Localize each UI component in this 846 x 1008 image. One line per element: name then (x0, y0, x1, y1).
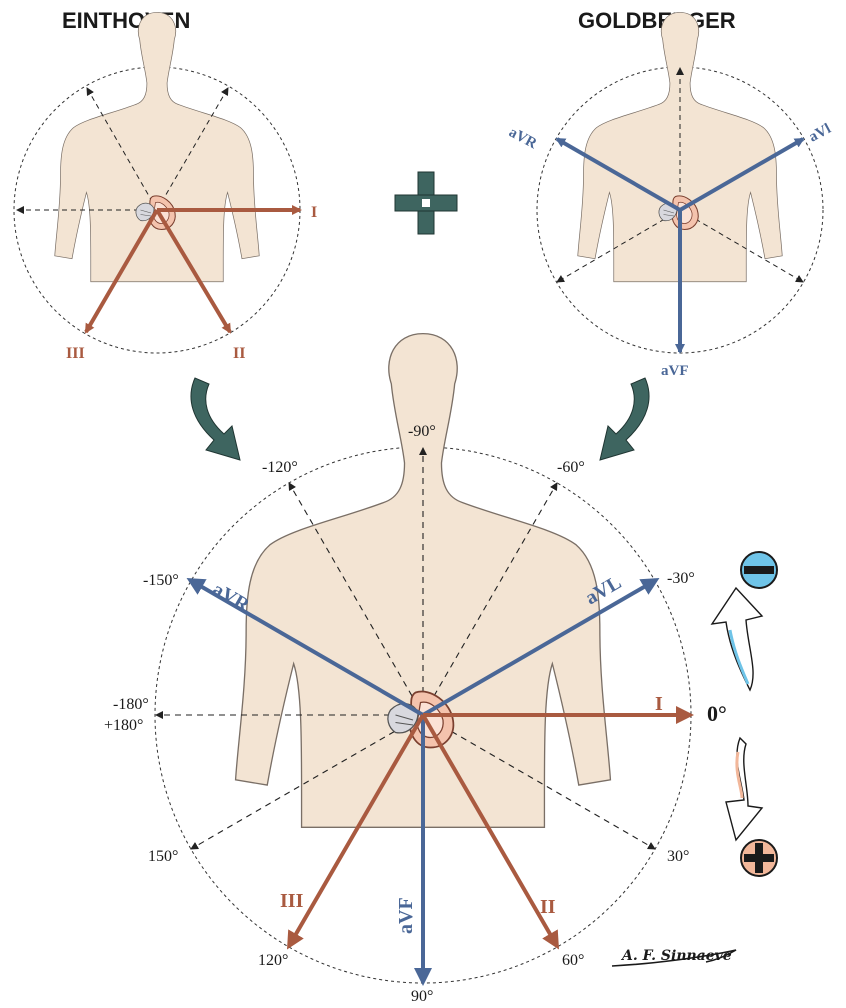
signature-text: A. F. Sinnaeve (620, 948, 732, 964)
plus-sign-icon (395, 172, 457, 234)
hexaxial-panel: I II III aVR aVL aVF -90° -120° -60° -15… (104, 334, 727, 1005)
degree-neg-150: -150° (143, 572, 179, 589)
curved-arrow-right (600, 378, 649, 460)
degree-90: 90° (411, 988, 433, 1005)
negative-circle-icon (741, 552, 777, 588)
degree-neg-90: -90° (408, 423, 436, 440)
einthoven-label-I: I (311, 204, 317, 221)
positive-circle-icon (741, 840, 777, 876)
goldberger-title: GOLDBERGER (578, 8, 736, 33)
degree-neg-120: -120° (262, 459, 298, 476)
counterclockwise-arrow-icon (712, 588, 762, 690)
label-aVF: aVF (395, 897, 417, 934)
label-II: II (540, 896, 556, 918)
goldberger-label-aVF: aVF (661, 363, 689, 379)
label-III: III (280, 890, 304, 912)
degree-neg-30: -30° (667, 570, 695, 587)
label-I: I (655, 693, 663, 715)
goldberger-panel: aVR aVl aVF (506, 12, 834, 379)
degree-zero: 0° (707, 701, 727, 726)
einthoven-label-II: II (233, 345, 245, 362)
einthoven-panel: I II III (14, 12, 317, 362)
degree-150: 150° (148, 848, 178, 865)
clockwise-arrow-icon (726, 738, 762, 840)
goldberger-label-aVR: aVR (506, 124, 539, 152)
degree-30: 30° (667, 848, 689, 865)
degree-neg-60: -60° (557, 459, 585, 476)
curved-arrow-left (191, 378, 240, 460)
degree-pos-180: +180° (104, 717, 143, 734)
degree-120: 120° (258, 952, 288, 969)
degree-neg-180: -180° (113, 696, 149, 713)
author-signature: A. F. Sinnaeve (612, 948, 736, 966)
goldberger-label-aVL: aVl (806, 121, 833, 146)
einthoven-label-III: III (66, 345, 85, 362)
einthoven-torso (55, 12, 259, 281)
degree-60: 60° (562, 952, 584, 969)
